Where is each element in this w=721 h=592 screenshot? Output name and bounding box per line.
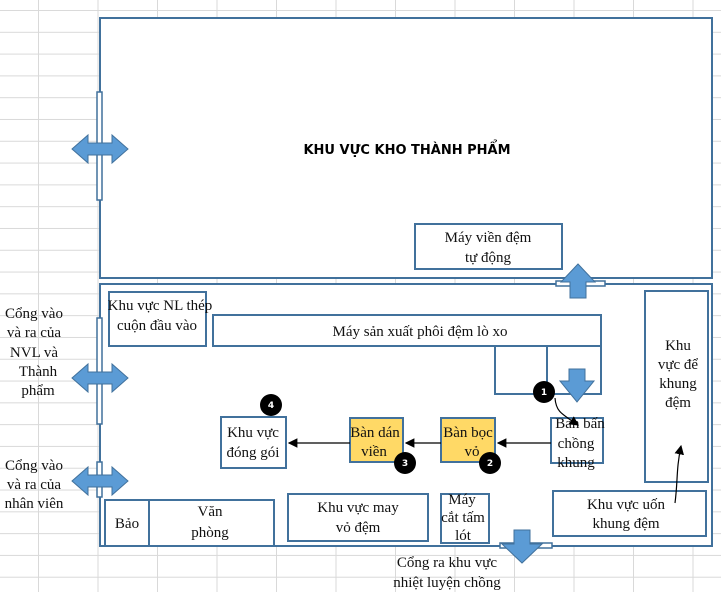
guard-label: Bảo (115, 516, 139, 532)
frame-bending-label-2: khung đệm (592, 516, 659, 532)
cutting-machine (440, 493, 490, 544)
double-arrow-icon (71, 133, 129, 165)
material-gate-label-4: Thành (19, 364, 58, 380)
edge-glue-table (349, 417, 404, 463)
frame-storage-label-2: vực để (658, 357, 699, 373)
sewing-label-1: Khu vực may (317, 500, 399, 516)
double-arrow-icon (71, 465, 129, 497)
step-number: 1 (541, 388, 547, 398)
material-gate-label-2: và ra của (7, 325, 61, 341)
warehouse-label: KHU VỰC KHO THÀNH PHẨM (303, 140, 510, 158)
material-gate-bar (96, 317, 103, 425)
step-number: 3 (402, 459, 408, 469)
edge-glue-label-1: Bàn dán (350, 425, 400, 441)
spring-machine-label: Máy sản xuất phôi đệm lò xo (333, 324, 508, 340)
frame-stapling-label-1: Bàn bấn (555, 416, 605, 432)
step-number: 4 (268, 401, 274, 411)
staff-gate-label-3: nhân viên (5, 496, 64, 512)
step-marker-1 (533, 381, 555, 403)
raw-steel-label-2: cuộn đầu vào (117, 318, 197, 334)
packing-area (220, 416, 287, 469)
office-label-1: Văn (198, 504, 223, 520)
frame-stapling-label-2: chồng (558, 436, 595, 452)
exit-gate-label-2: nhiệt luyện chồng (393, 575, 501, 591)
flow-arrow (554, 397, 579, 426)
auto-edge-machine-label-2: tự động (465, 250, 512, 266)
step-marker-3 (394, 452, 416, 474)
up-arrow-icon (559, 263, 597, 299)
frame-storage-label-1: Khu (665, 338, 691, 354)
auto-edge-machine (414, 223, 563, 270)
cover-table-label-1: Bàn bọc (443, 425, 493, 441)
down-arrow-icon (500, 529, 544, 564)
spring-machine (212, 314, 602, 347)
frame-bending-area (552, 490, 707, 537)
step-marker-2 (479, 452, 501, 474)
office (148, 499, 275, 547)
frame-bending-label-1: Khu vực uốn (587, 497, 666, 513)
frame-stapling-label-3: khung (557, 455, 595, 471)
cover-table-label-2: vỏ (465, 444, 480, 460)
raw-steel-area (108, 291, 207, 347)
edge-glue-label-2: viền (361, 444, 387, 460)
down-arrow-icon (558, 368, 596, 403)
raw-steel-label-1: Khu vực NL thép (108, 298, 213, 314)
material-gate-label-5: phẩm (21, 383, 55, 399)
step-number: 2 (487, 459, 493, 469)
step-marker-4 (260, 394, 282, 416)
sewing-area (287, 493, 429, 542)
auto-edge-machine-label-1: Máy viền đệm (445, 230, 532, 246)
cutting-label-3: lót (455, 528, 472, 544)
staff-gate-label-1: Cổng vào (5, 458, 63, 474)
sewing-label-2: vỏ đệm (336, 520, 381, 536)
exit-gate-label-1: Cổng ra khu vực (397, 555, 498, 571)
staff-gate-label-2: và ra của (7, 477, 61, 493)
office-label-2: phòng (191, 525, 229, 541)
material-gate-label-3: NVL và (10, 345, 59, 361)
frame-storage-label-3: khung (659, 376, 697, 392)
guard-room (104, 499, 150, 547)
flow-arrow (674, 444, 684, 504)
packing-label-1: Khu vực (227, 425, 279, 441)
frame-storage-label-4: đệm (665, 395, 691, 411)
double-arrow-icon (71, 362, 129, 394)
cutting-label-1: Máy (448, 492, 476, 508)
warehouse-area (99, 17, 713, 279)
cutting-label-2: cắt tấm (441, 510, 485, 526)
material-gate-label-1: Cổng vào (5, 306, 63, 322)
packing-label-2: đóng gói (227, 445, 280, 461)
